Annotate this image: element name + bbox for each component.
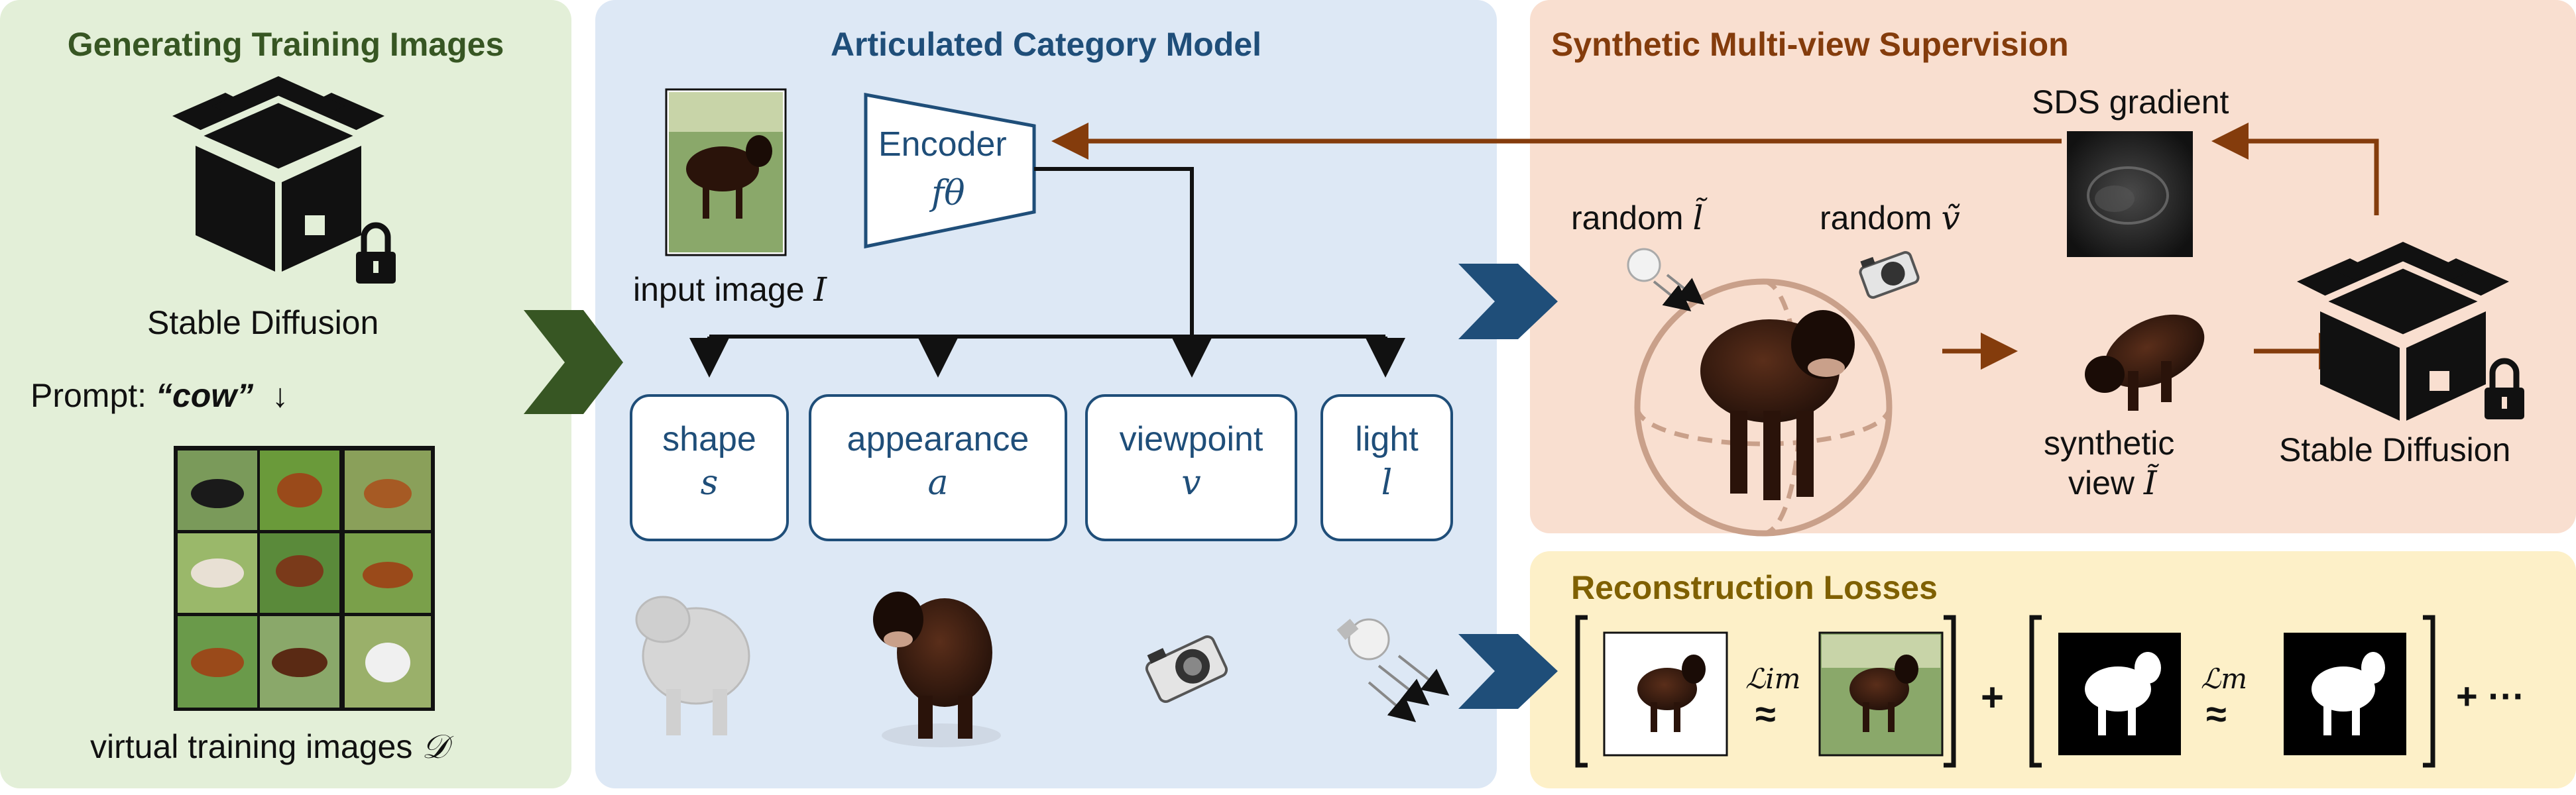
latent-box-light: light l — [1320, 394, 1453, 541]
prompt-label: Prompt: “cow” ↓ — [30, 376, 288, 415]
sds-feedback-arrow — [1051, 123, 2379, 215]
loss-m-label: ℒm — [2201, 662, 2248, 695]
panel-title-reconstruction: Reconstruction Losses — [1571, 569, 1938, 606]
recon-rendered-mask — [2058, 633, 2181, 755]
latent-symbol-viewpoint: v — [1181, 463, 1201, 503]
camera-icon — [1145, 635, 1228, 703]
panel-title-synthetic: Synthetic Multi-view Supervision — [1551, 26, 2069, 63]
render-sphere — [1634, 278, 1893, 537]
appearance-cow-illustration — [873, 592, 1001, 747]
latent-box-viewpoint: viewpoint v — [1085, 394, 1297, 541]
recon-rendered-image — [1603, 631, 1728, 757]
latent-name-appearance: appearance — [847, 420, 1029, 458]
plus-sign: + — [1981, 675, 2005, 719]
blue-chevron-arrow-bottom — [1458, 634, 1558, 709]
sds-gradient-label: SDS gradient — [2032, 83, 2229, 121]
green-chevron-arrow — [524, 310, 623, 414]
loss-brackets — [1575, 615, 2435, 768]
recon-target-mask — [2284, 633, 2406, 755]
dataset-caption-text: virtual training images — [90, 728, 422, 765]
loss-m-approx: ≈ — [2206, 693, 2227, 735]
synthetic-view-label-line1: synthetic — [2044, 425, 2175, 462]
panel-title-model: Articulated Category Model — [830, 26, 1262, 63]
latent-symbol-appearance: a — [927, 463, 949, 503]
latent-name-light: light — [1355, 420, 1419, 458]
synthetic-view-cow — [2085, 314, 2205, 411]
encoder-block — [864, 92, 1036, 249]
input-image-label: input image — [633, 271, 814, 308]
latent-name-shape: shape — [662, 420, 756, 458]
loss-im-approx: ≈ — [1755, 693, 1776, 735]
random-light-label: random l̃ — [1571, 199, 1703, 237]
latent-name-viewpoint: viewpoint — [1119, 420, 1263, 458]
prompt-prefix: Prompt: — [30, 377, 156, 414]
random-view-text: random — [1820, 199, 1942, 237]
dataset-caption: virtual training images 𝒟 — [90, 727, 448, 767]
latent-box-shape: shape s — [630, 394, 789, 541]
synthetic-view-label-line2: view Ĩ — [2068, 464, 2157, 502]
panel-title-generating: Generating Training Images — [67, 26, 504, 63]
prompt-word: “cow” — [155, 377, 254, 414]
input-image-symbol: I — [813, 270, 827, 309]
random-view-label: random ṽ — [1820, 199, 1960, 237]
latent-symbol-shape: s — [700, 463, 719, 503]
synthetic-view-symbol: Ĩ — [2143, 464, 2157, 502]
blue-chevron-arrow-top — [1458, 264, 1558, 339]
encoder-symbol: fθ — [931, 174, 965, 213]
plus-more: + ··· — [2456, 675, 2526, 717]
stable-diffusion-box-icon — [172, 76, 384, 272]
synthetic-view-text: view — [2068, 464, 2144, 502]
random-light-bulb-icon — [1627, 248, 1705, 311]
random-view-symbol: ṽ — [1941, 199, 1960, 237]
loss-im-label: ℒim — [1745, 662, 1801, 695]
stable-diffusion-label-left: Stable Diffusion — [147, 304, 379, 341]
recon-target-image — [1818, 631, 1944, 757]
encoder-to-latents-arrows — [689, 167, 1405, 378]
stable-diffusion-box-icon-right — [2297, 242, 2509, 421]
prompt-down-arrow: ↓ — [272, 377, 289, 414]
random-light-symbol: l̃ — [1692, 199, 1704, 237]
shape-mesh-illustration — [635, 596, 759, 749]
input-image-thumbnail — [665, 88, 787, 256]
lock-icon-right — [2485, 358, 2524, 419]
virtual-training-images-collage — [174, 446, 435, 711]
encoder-label: Encoder — [878, 125, 1007, 164]
lock-icon — [356, 222, 396, 284]
stable-diffusion-label-right: Stable Diffusion — [2279, 431, 2511, 468]
random-camera-icon — [1859, 251, 1920, 299]
input-image-caption: input image I — [633, 270, 827, 309]
dataset-symbol: 𝒟 — [422, 727, 449, 766]
latent-box-appearance: appearance a — [809, 394, 1067, 541]
latent-symbol-light: l — [1381, 463, 1393, 503]
sds-gradient-image — [2067, 131, 2193, 257]
random-light-text: random — [1571, 199, 1693, 237]
light-bulb-icon — [1336, 618, 1450, 723]
